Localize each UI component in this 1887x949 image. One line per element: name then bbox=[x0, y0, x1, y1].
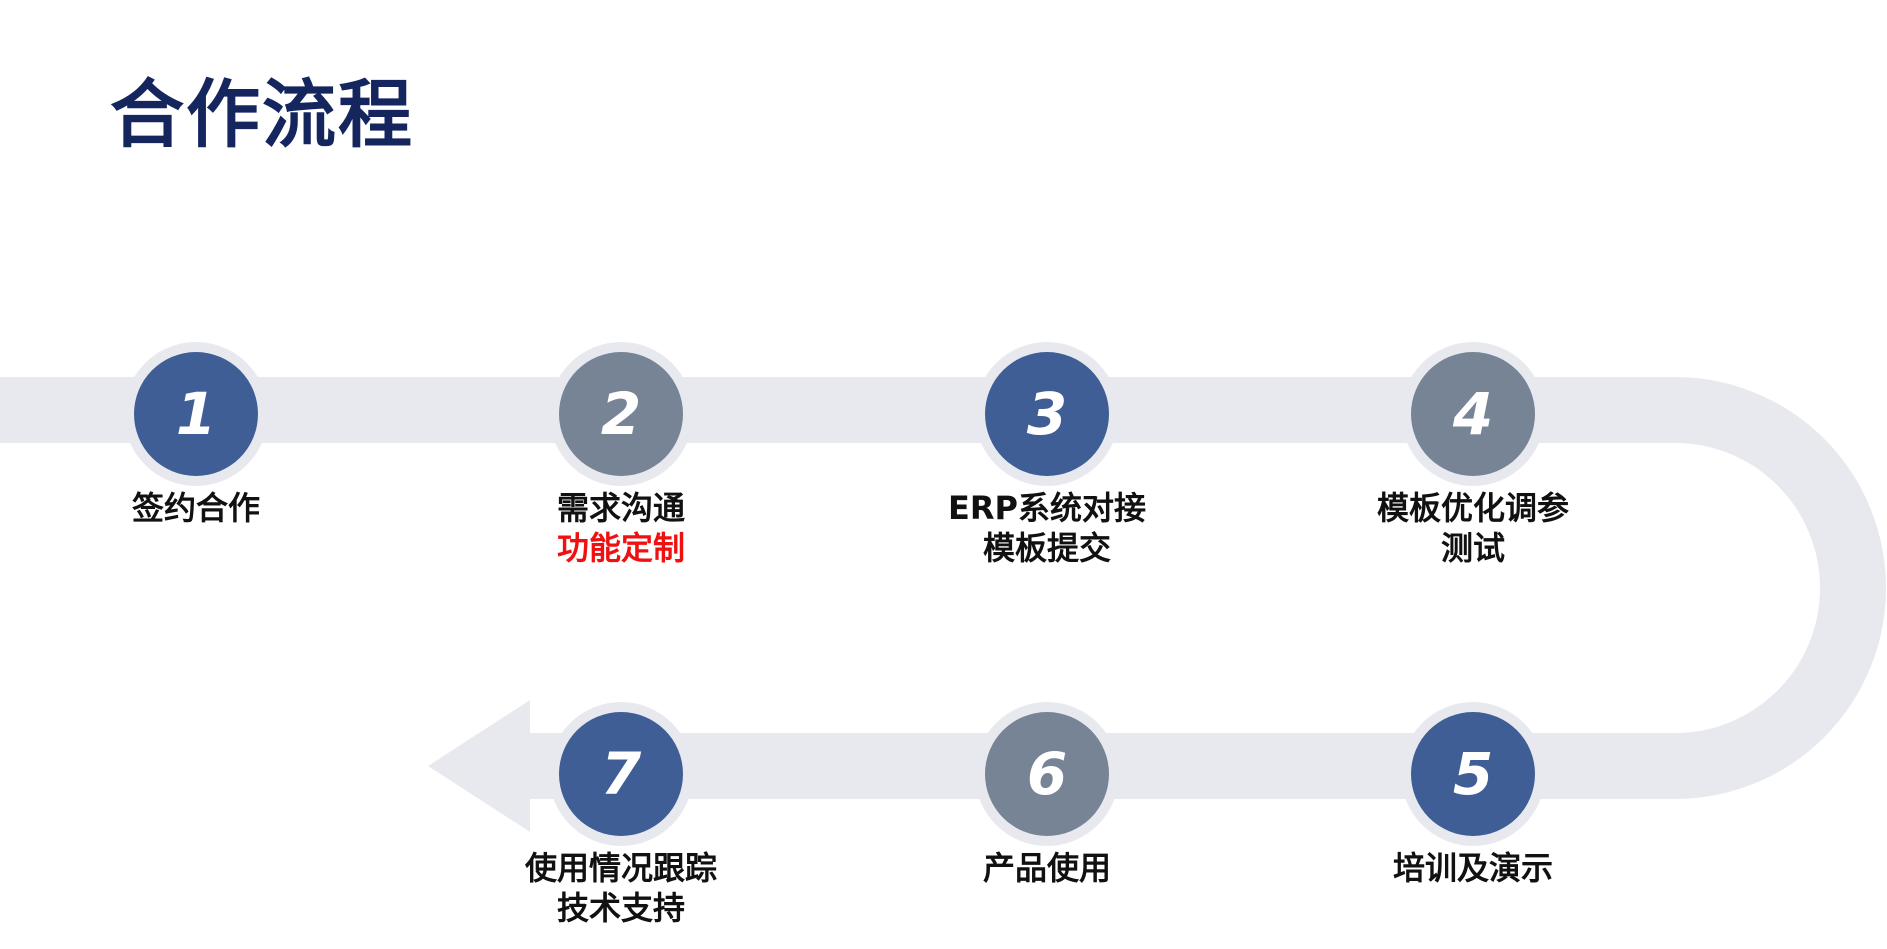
step-6-label: 产品使用 bbox=[897, 848, 1197, 888]
step-label-line: 签约合作 bbox=[131, 489, 260, 527]
step-4-label: 模板优化调参 测试 bbox=[1323, 488, 1623, 568]
step-label-line: 模板提交 bbox=[982, 529, 1111, 567]
step-number-badge: 2 bbox=[559, 352, 683, 476]
step-2: 2 bbox=[549, 342, 709, 502]
step-label-line: 模板优化调参 bbox=[1376, 489, 1569, 527]
step-number-badge: 6 bbox=[985, 712, 1109, 836]
step-label-line: 产品使用 bbox=[982, 849, 1111, 887]
step-label-line: 技术支持 bbox=[556, 889, 685, 927]
step-1-label: 签约合作 bbox=[46, 488, 346, 528]
page-title: 合作流程 bbox=[110, 72, 414, 158]
step-2-label: 需求沟通 功能定制 bbox=[471, 488, 771, 568]
step-7-label: 使用情况跟踪 技术支持 bbox=[471, 848, 771, 928]
step-3: 3 bbox=[975, 342, 1135, 502]
step-label-line: 测试 bbox=[1440, 529, 1505, 567]
step-number-badge: 7 bbox=[559, 712, 683, 836]
step-5: 5 bbox=[1401, 702, 1561, 862]
step-6: 6 bbox=[975, 702, 1135, 862]
step-number-badge: 1 bbox=[134, 352, 258, 476]
step-number-badge: 4 bbox=[1411, 352, 1535, 476]
step-1: 1 bbox=[124, 342, 284, 502]
step-4: 4 bbox=[1401, 342, 1561, 502]
step-label-line: 培训及演示 bbox=[1392, 849, 1553, 887]
step-7: 7 bbox=[549, 702, 709, 862]
step-label-line: ERP系统对接 bbox=[948, 489, 1146, 527]
track-path bbox=[0, 377, 1886, 799]
step-5-label: 培训及演示 bbox=[1323, 848, 1623, 888]
step-number-badge: 5 bbox=[1411, 712, 1535, 836]
step-number-badge: 3 bbox=[985, 352, 1109, 476]
step-label-line: 需求沟通 bbox=[556, 489, 685, 527]
step-label-line: 使用情况跟踪 bbox=[524, 849, 717, 887]
step-3-label: ERP系统对接 模板提交 bbox=[897, 488, 1197, 568]
step-label-highlight: 功能定制 bbox=[556, 529, 685, 567]
arrow-head-icon bbox=[428, 700, 530, 832]
